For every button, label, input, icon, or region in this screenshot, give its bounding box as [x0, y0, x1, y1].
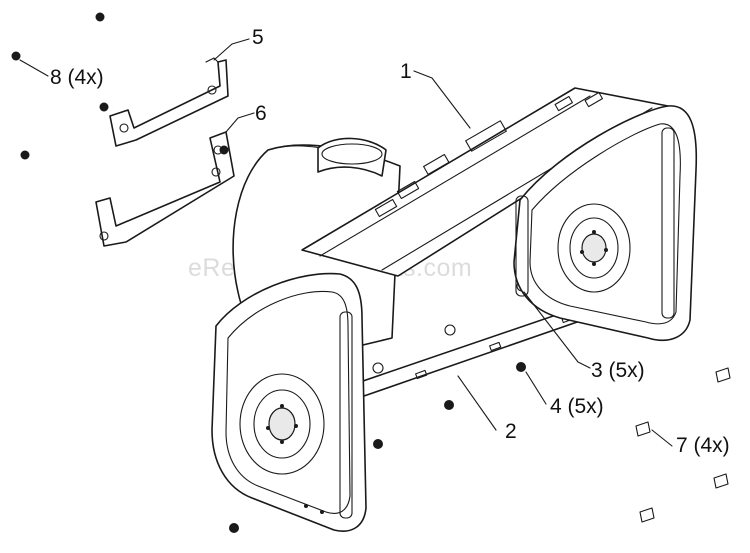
bracket-upper — [109, 57, 229, 147]
callout-5: 5 — [252, 26, 264, 49]
callout-8: 8 (4x) — [50, 66, 104, 89]
hardware — [11, 12, 731, 533]
callout-3: 3 (5x) — [591, 359, 645, 382]
leader-lines — [19, 38, 673, 447]
auger-housing — [211, 87, 698, 532]
bracket-lower — [95, 131, 235, 247]
callout-4: 4 (5x) — [550, 395, 604, 418]
callout-6: 6 — [255, 102, 267, 125]
callout-7: 7 (4x) — [676, 434, 730, 457]
callout-2: 2 — [505, 420, 517, 443]
callout-1: 1 — [400, 60, 412, 83]
callout-labels: 1 2 3 (5x) 4 (5x) 5 6 7 (4x) 8 (4x) — [50, 26, 730, 457]
